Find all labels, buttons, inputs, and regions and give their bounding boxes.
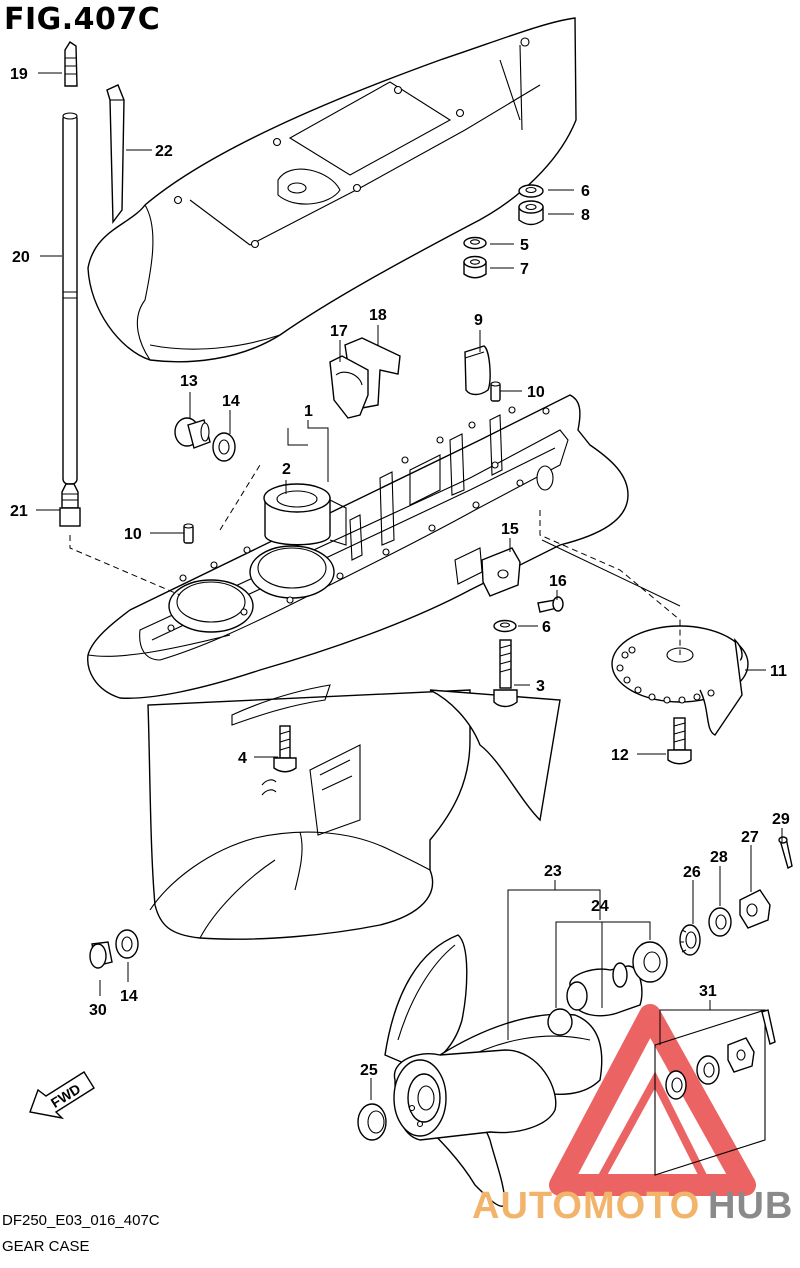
callout-26: 26: [683, 864, 701, 881]
part-8-nut: [518, 200, 544, 226]
part-31-kit-box: [654, 1009, 776, 1176]
callout-14-lower: 14: [120, 988, 138, 1005]
fwd-direction-arrow: FWD: [29, 1071, 95, 1120]
callout-27: 27: [741, 829, 759, 846]
part-10-dowel-pin-lower: [183, 523, 194, 544]
callout-29: 29: [772, 811, 790, 828]
callout-25: 25: [360, 1062, 378, 1079]
callout-17: 17: [330, 323, 348, 340]
watermark-logo-triangle: [549, 1004, 756, 1196]
callout-22: 22: [155, 143, 173, 160]
part-12-bolt: [667, 717, 692, 765]
callout-5: 5: [520, 237, 529, 254]
watermark-prefix: AUTOMOTO: [472, 1185, 700, 1227]
part-4-bolt: [273, 725, 297, 773]
callout-16: 16: [549, 573, 567, 590]
part-23-thrust-washer: [632, 941, 668, 983]
part-6-washer-lower: [493, 619, 517, 633]
callout-21: 21: [10, 503, 28, 520]
callout-9: 9: [474, 312, 483, 329]
model-code: DF250_E03_016_407C: [2, 1212, 160, 1229]
part-16-screw: [537, 596, 564, 613]
watermark-text: AUTOMOTO HUB: [472, 1185, 793, 1227]
part-27-castle-nut: [739, 889, 771, 929]
callout-31: 31: [699, 983, 717, 1000]
callout-11: 11: [770, 663, 787, 680]
part-21-pipe-fitting: [59, 483, 81, 527]
callout-30: 30: [89, 1002, 107, 1019]
callout-10-upper: 10: [527, 384, 545, 401]
part-24-rubber-bushing: [547, 962, 643, 1036]
callout-leader-lines: [36, 72, 783, 1100]
callout-18: 18: [369, 307, 387, 324]
part-11-trim-anode: [611, 625, 749, 736]
callout-12: 12: [611, 747, 629, 764]
part-3-stud-bolt: [493, 639, 518, 708]
callout-20: 20: [12, 249, 30, 266]
callout-14-upper: 14: [222, 393, 240, 410]
callout-numbers: 19 22 20 6 8 5 7 17 18 9 10 13 14 1 2 21…: [10, 66, 790, 1079]
callout-2: 2: [282, 461, 291, 478]
figure-caption: GEAR CASE: [2, 1238, 90, 1255]
part-17-clip: [329, 355, 369, 419]
part-20-water-pipe: [62, 112, 78, 485]
reference-dashed-lines: [69, 464, 681, 655]
part-13-plug: [174, 417, 211, 449]
part-26-washer-toothed: [679, 924, 701, 956]
callout-15: 15: [501, 521, 519, 538]
callout-6-top: 6: [581, 183, 590, 200]
gear-case-housing: [87, 394, 629, 940]
part-25-thrust-washer: [357, 1103, 387, 1141]
part-9-anode: [464, 345, 491, 396]
part-5-washer: [463, 236, 487, 250]
callout-7: 7: [520, 261, 529, 278]
part-22-cable-tie: [106, 84, 125, 225]
callout-24: 24: [591, 898, 609, 915]
callout-1: 1: [304, 403, 313, 420]
part-30-plug: [89, 941, 113, 969]
part-7-nut: [463, 255, 487, 279]
callout-19: 19: [10, 66, 28, 83]
callout-6-lower: 6: [542, 619, 551, 636]
callout-3: 3: [536, 678, 545, 695]
part-10-dowel-pin-upper: [490, 381, 501, 402]
part-14-gasket-upper: [212, 432, 236, 462]
callout-13: 13: [180, 373, 198, 390]
callout-23: 23: [544, 863, 562, 880]
callout-4: 4: [238, 750, 247, 767]
watermark-suffix: HUB: [708, 1185, 793, 1227]
part-15-anode-block: [481, 547, 521, 597]
part-14-gasket-lower: [115, 929, 139, 959]
part-29-cotter-pin: [778, 836, 793, 870]
callout-8: 8: [581, 207, 590, 224]
upper-cover-plate: [87, 17, 577, 363]
page-title: FIG.407C: [4, 2, 161, 37]
callout-10-lower: 10: [124, 526, 142, 543]
part-19-grommet: [64, 41, 78, 87]
callout-28: 28: [710, 849, 728, 866]
part-28-washer: [708, 907, 732, 937]
part-6-washer: [518, 184, 544, 198]
